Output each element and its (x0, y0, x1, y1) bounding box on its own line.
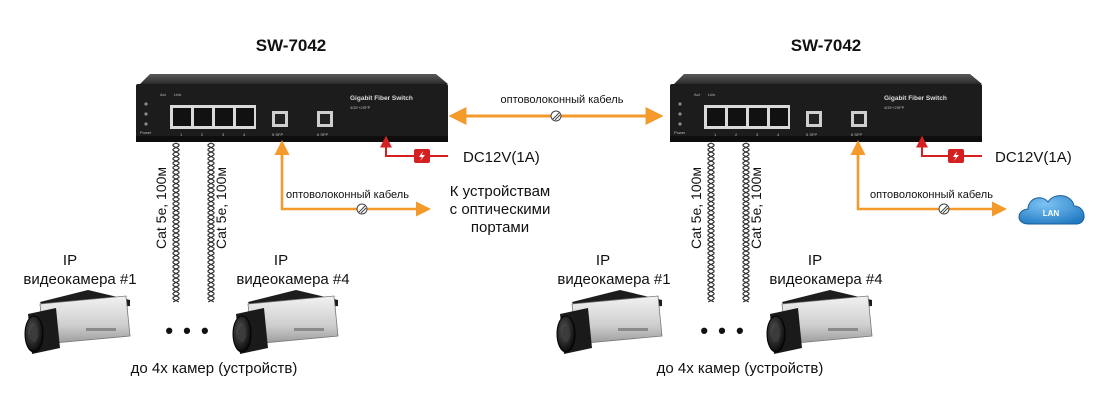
more-cameras-dots: • • • (700, 318, 745, 343)
fiber-cable-line (856, 146, 1007, 217)
cable-spec-label: Cat 5e, 100м (153, 167, 169, 249)
more-cameras-dots: • • • (165, 318, 210, 343)
switch-title: SW-7042 (256, 36, 327, 55)
fiber-link-lan: оптоволоконный кабель LAN (850, 140, 1085, 225)
cable-strand (172, 142, 180, 303)
power-input: DC12V(1A) (380, 135, 540, 166)
panel-act-label: Act (694, 92, 701, 97)
cable-strand (742, 142, 750, 303)
optical-target-line: с оптическими (450, 201, 551, 218)
left-site: SW-7042 Gigabit Fiber Switch 4GE+2SFP Po… (23, 36, 550, 377)
fiber-link-optical-devices: оптоволоконный кабель К устройствам с оп… (274, 140, 551, 236)
switch-brand-label: Gigabit Fiber Switch (350, 95, 413, 102)
switch-brand-label: Gigabit Fiber Switch (884, 95, 947, 102)
optical-target-line: портами (471, 219, 529, 236)
cctv-camera-icon (766, 289, 873, 355)
power-plug-icon (414, 149, 430, 163)
panel-power-label: Power (140, 130, 152, 135)
twisted-pair-cable-1 (707, 142, 715, 303)
optical-target-line: К устройствам (450, 183, 551, 200)
cable-strand (207, 142, 215, 303)
camera-label: видеокамера #1 (23, 271, 136, 288)
port-number-label: 2 (735, 132, 738, 137)
cable-spec-label: Cat 5e, 100м (748, 167, 764, 249)
cable-spec-label: Cat 5e, 100м (213, 167, 229, 249)
camera-label: IP (808, 252, 822, 269)
switch-title: SW-7042 (791, 36, 862, 55)
switch-model-label: 4GE+2SFP (884, 105, 905, 110)
port-number-label: 3 (756, 132, 759, 137)
port-number-label: 1 (180, 132, 183, 137)
cable-spec-label: Cat 5e, 100м (688, 167, 704, 249)
fiber-cable-label: оптоволоконный кабель (501, 94, 624, 106)
port-number-label: 3 (222, 132, 225, 137)
camera-label: видеокамера #1 (557, 271, 670, 288)
panel-link-label: Link (708, 92, 715, 97)
camera-label: IP (596, 252, 610, 269)
port-number-label: 4 (243, 132, 246, 137)
camera-count-footer: до 4х камер (устройств) (657, 360, 824, 377)
cable-strand (207, 142, 215, 303)
camera-label: видеокамера #4 (236, 271, 349, 288)
power-spec-label: DC12V(1A) (995, 149, 1072, 166)
power-line (921, 140, 948, 157)
fiber-cable-label: оптоволоконный кабель (286, 189, 409, 201)
port-number-label: 4 (777, 132, 780, 137)
fiber-cable-label: оптоволоконный кабель (870, 189, 993, 201)
lan-label: LAN (1043, 209, 1060, 218)
cloud-icon: LAN (1018, 195, 1085, 225)
fiber-switch: Gigabit Fiber Switch 4GE+2SFP Power Act … (670, 74, 982, 142)
sfp-port-label: 5 SFP (806, 132, 817, 137)
fiber-cable-line (280, 146, 431, 217)
cable-strand (172, 142, 180, 303)
camera-label: IP (274, 252, 288, 269)
power-spec-label: DC12V(1A) (463, 149, 540, 166)
power-plug-icon (948, 149, 964, 163)
fiber-cut-icon (356, 203, 368, 215)
camera-label: IP (63, 252, 77, 269)
twisted-pair-cable-4 (207, 142, 215, 303)
cctv-camera-icon (556, 289, 663, 355)
fiber-switch: Gigabit Fiber Switch 4GE+2SFP Power Act … (136, 74, 448, 142)
panel-power-label: Power (674, 130, 686, 135)
sfp-port-label: 5 SFP (272, 132, 283, 137)
cable-strand (707, 142, 715, 303)
cable-strand (742, 142, 750, 303)
center-fiber-link: оптоволоконный кабель (448, 94, 664, 125)
camera-count-footer: до 4х камер (устройств) (131, 360, 298, 377)
cctv-camera-icon (24, 289, 131, 355)
switch-model-label: 4GE+2SFP (350, 105, 371, 110)
power-input: DC12V(1A) (916, 135, 1072, 166)
sfp-port-label: 6 SFP (317, 132, 328, 137)
power-line (385, 140, 414, 157)
cctv-camera-icon (232, 289, 339, 355)
fiber-cut-icon (550, 110, 562, 122)
right-site: SW-7042 Gigabit Fiber Switch 4GE+2SFP Po… (556, 36, 1085, 377)
port-number-label: 2 (201, 132, 204, 137)
twisted-pair-cable-1 (172, 142, 180, 303)
cable-strand (707, 142, 715, 303)
twisted-pair-cable-4 (742, 142, 750, 303)
panel-link-label: Link (174, 92, 181, 97)
fiber-cut-icon (938, 203, 950, 215)
sfp-port-label: 6 SFP (851, 132, 862, 137)
port-number-label: 1 (714, 132, 717, 137)
panel-act-label: Act (160, 92, 167, 97)
camera-label: видеокамера #4 (769, 271, 882, 288)
